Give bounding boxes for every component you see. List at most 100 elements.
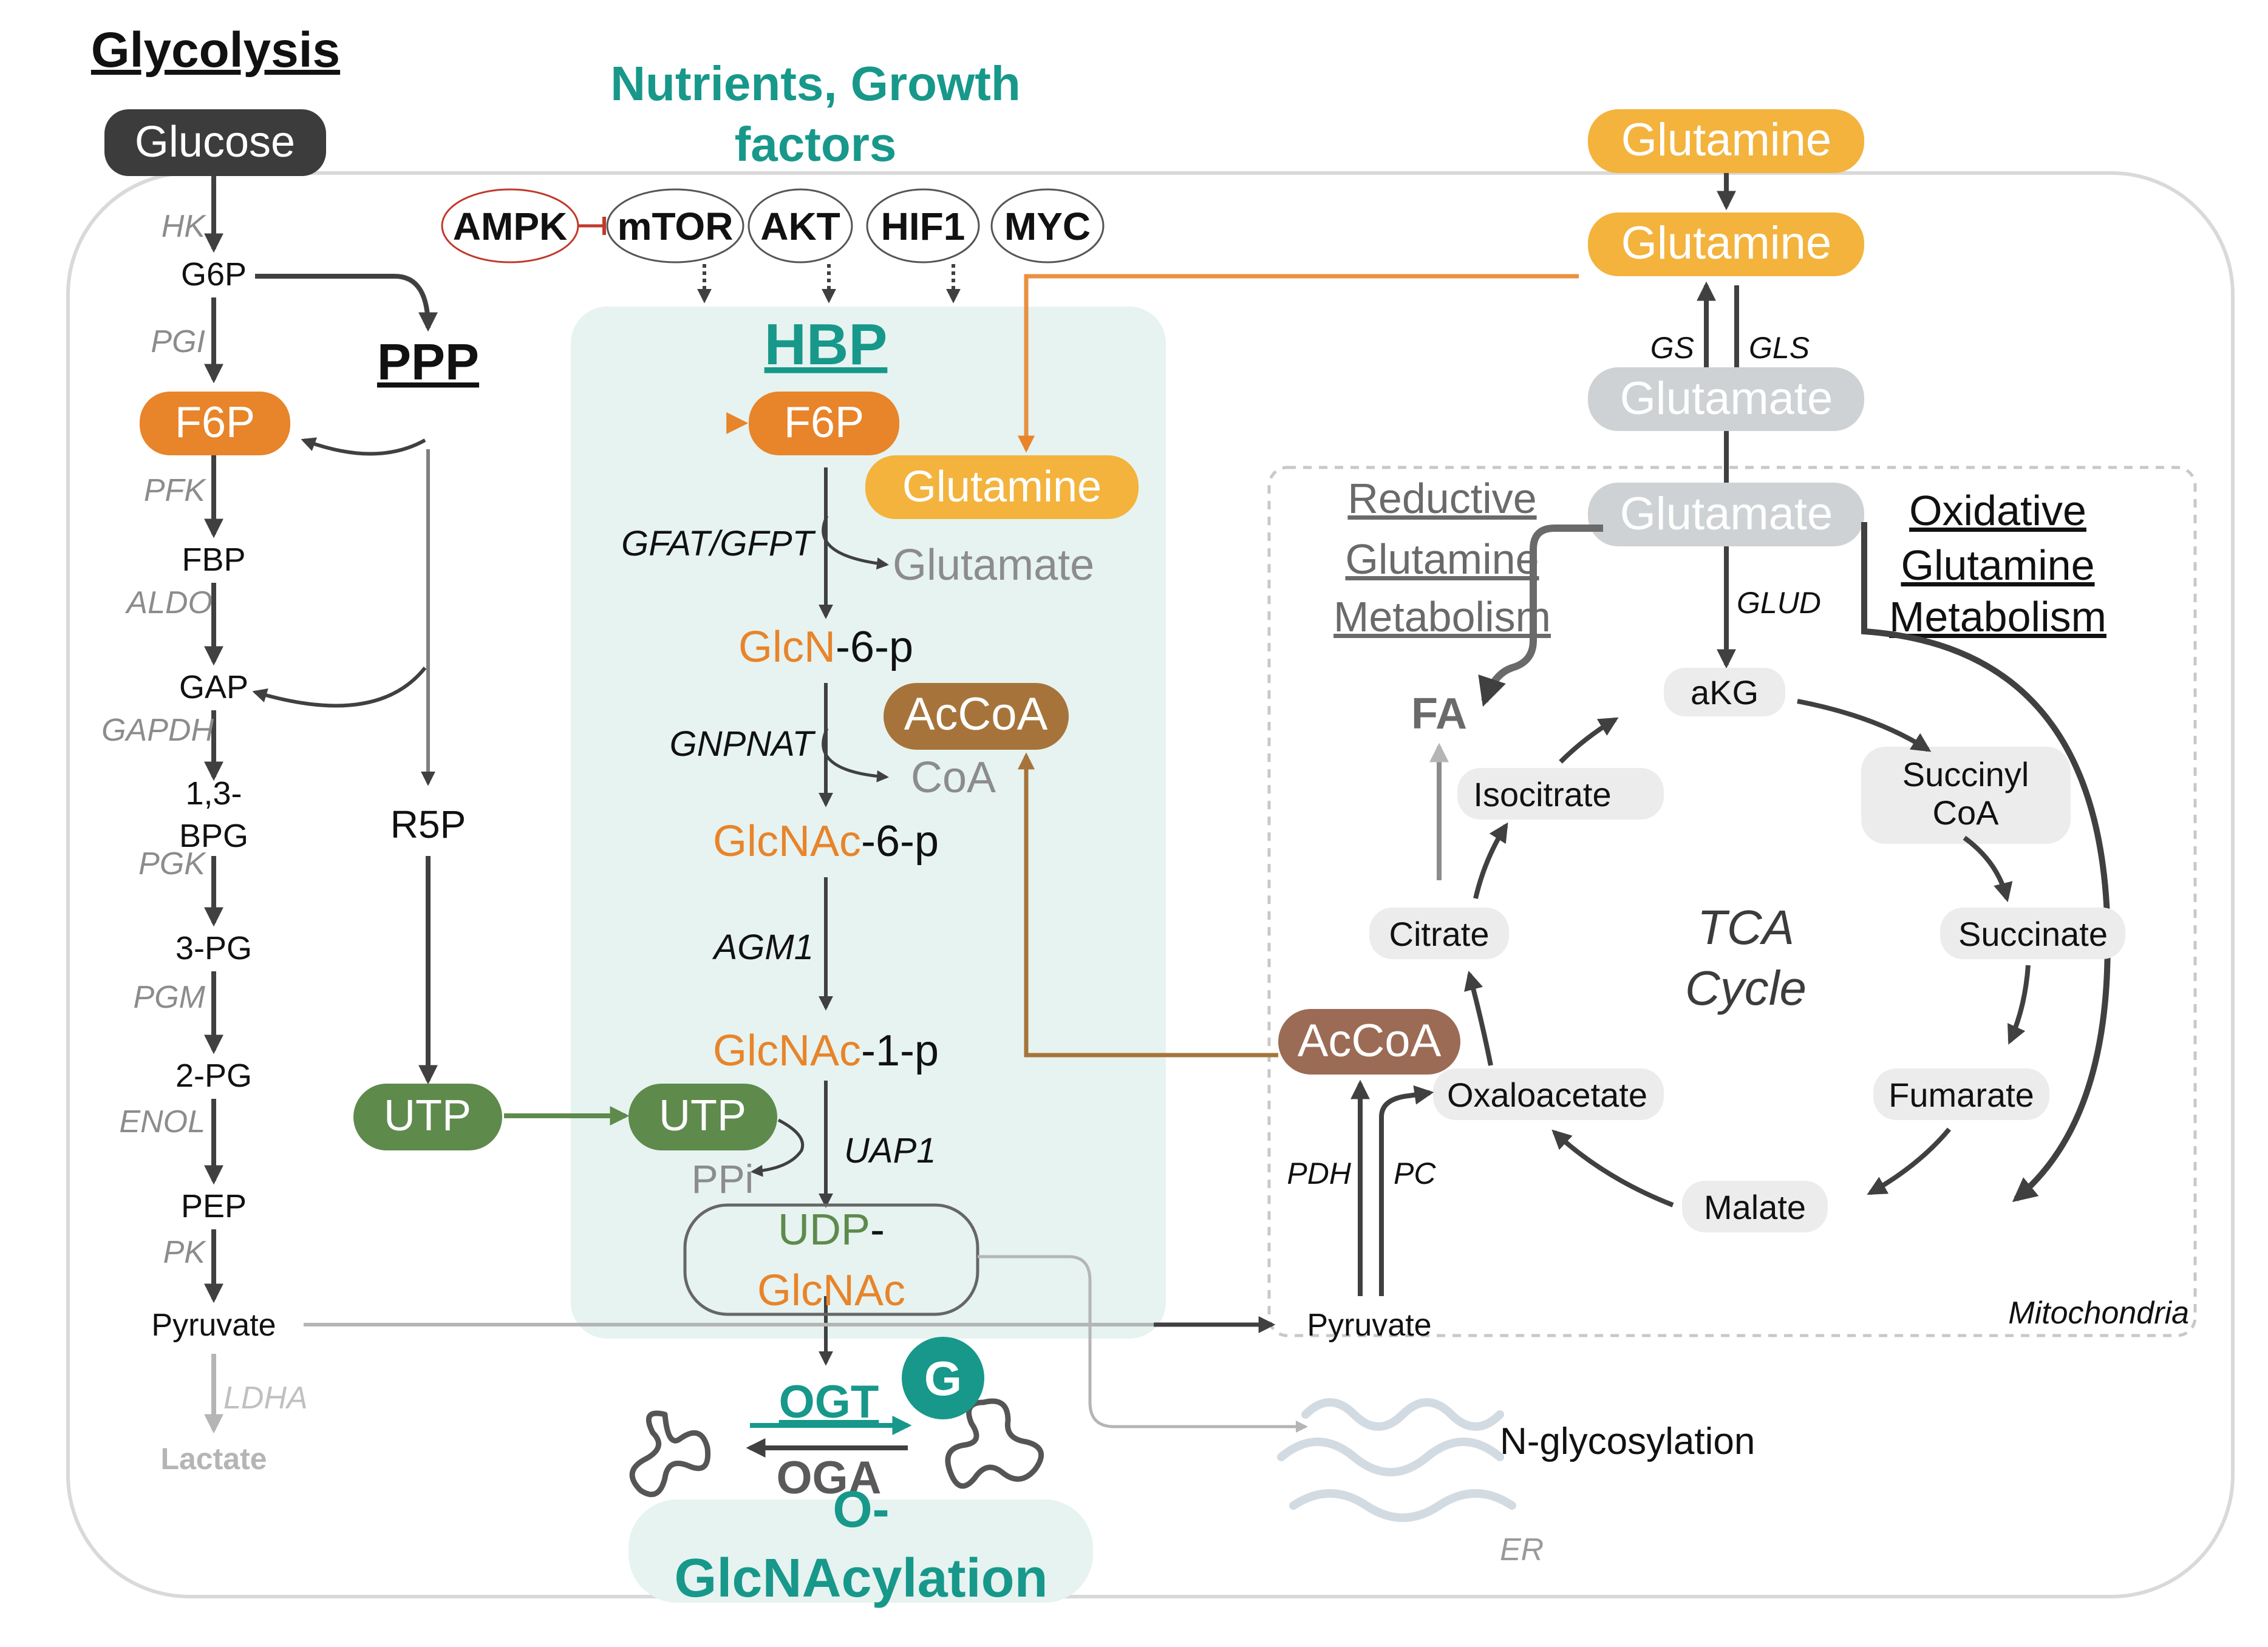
isocitrate-label: Isocitrate [1473,775,1611,813]
glcnac-g-label: G [924,1351,962,1405]
g6p-label: G6P [181,256,247,293]
glutamine-extracellular-label: Glutamine [1621,114,1831,166]
hbp-f6p-label: F6P [784,398,864,447]
ppp-title: PPP [377,333,479,390]
gfat-side-arrow [822,515,889,570]
ldha-enzyme: LDHA [223,1380,308,1416]
udp-glcnac-line1: UDP- [778,1206,885,1254]
ppp-to-f6p-return [301,437,426,456]
pgk-enzyme: PGK [138,846,206,881]
hbp-glutamate-label: Glutamate [893,541,1094,589]
pfk-enzyme: PFK [144,473,206,508]
hbp-f6p-node [749,392,899,455]
pyruvate-label: Pyruvate [151,1308,276,1343]
succinate-node [1940,908,2125,959]
glcnac-1p-sugar-part: GlcNAc [713,1027,861,1075]
glcn-part: GlcN [738,623,836,671]
glcn-6p-label: GlcN-6-p [738,623,913,671]
hbp-panel [571,307,1166,1339]
glutamine-to-hbp-arrow [1018,274,1579,453]
oga-label: OGA [776,1452,881,1504]
er-label: ER [1500,1532,1544,1567]
udp-dash-part: - [870,1206,885,1254]
fumarate-node [1873,1068,2049,1120]
hk-enzyme: HK [162,209,207,244]
udp-part: UDP [778,1206,870,1254]
udp-to-er-arrow [978,1255,1308,1433]
ppi-label: PPi [692,1156,754,1201]
glcnac-6p-sugar-part: GlcNAc [713,817,861,866]
glutamate-cytosol-label: Glutamate [1620,373,1833,424]
fa-label: FA [1411,690,1467,738]
ogt-label: OGT [779,1376,879,1428]
gfat-enzyme: GFAT/GFPT [621,524,816,563]
succinyl-coa-line1: Succinyl [1902,755,2029,793]
hbp-utp-label: UTP [659,1092,746,1140]
oxidative-path-arrow [1861,522,2111,1203]
glutamate-mito-label: Glutamate [1620,488,1833,540]
oxaloacetate-node [1433,1068,1664,1120]
protein-left-icon [629,1410,711,1498]
glcn-6p-part: -6-p [836,623,913,671]
hif1-node [866,188,980,263]
utp-node-left [353,1084,502,1150]
pgm-enzyme: PGM [134,980,206,1015]
gnpnat-enzyme: GNPNAT [670,724,816,764]
3pg-label: 3-PG [175,930,252,966]
pdh-enzyme: PDH [1287,1156,1351,1190]
reductive-path-arrow [1478,525,1603,707]
utp-label-left: UTP [384,1092,471,1140]
glucose-label: Glucose [135,118,295,166]
f6p-label: F6P [175,398,255,447]
mitochondria-label: Mitochondria [2008,1296,2189,1331]
hbp-utp-node [628,1084,777,1150]
gnpnat-side-arrow [822,727,889,783]
gls-enzyme: GLS [1749,331,1810,365]
hbp-glutamine-label: Glutamine [902,463,1102,511]
bpg-label-line1: 1,3- [185,775,242,812]
mtor-label: mTOR [618,205,734,248]
hbp-accoa-label: AcCoA [904,688,1048,740]
reductive-title-line2: Glutamine [1345,535,1539,583]
er-icon [1277,1398,1516,1522]
r5p-label: R5P [390,803,466,846]
gapdh-enzyme: GAPDH [101,713,214,748]
aldo-enzyme: ALDO [124,585,213,620]
2pg-label: 2-PG [175,1058,252,1094]
g6p-to-ppp-arrow [255,274,438,332]
uap1-side-arrow [751,1118,805,1177]
fbp-label: FBP [182,542,245,578]
akt-label: AKT [760,205,840,248]
bpg-label-line2: BPG [179,818,248,854]
akg-node [1664,668,1785,716]
nutrients-title-line1: Nutrients, Growth [610,56,1021,110]
succinyl-coa-line2: CoA [1933,793,2000,832]
hif1-label: HIF1 [881,205,965,248]
myc-label: MYC [1004,205,1091,248]
lactate-label: Lactate [160,1442,267,1476]
pk-enzyme: PK [163,1235,207,1270]
glcnac-6p-phosphate-part: -6-p [861,817,939,866]
gap-label: GAP [179,669,248,705]
malate-node [1682,1181,1828,1232]
mtor-node [606,188,744,263]
gs-enzyme: GS [1650,331,1694,365]
ampk-label: AMPK [453,205,567,248]
glud-enzyme: GLUD [1737,586,1821,620]
pep-label: PEP [181,1188,247,1224]
glutamate-cytosol-node [1588,367,1864,431]
isocitrate-node [1457,768,1664,820]
enol-enzyme: ENOL [119,1104,205,1139]
succinate-label: Succinate [1958,915,2108,953]
mito-pyruvate-label: Pyruvate [1307,1308,1431,1343]
glycolysis-enzymes: HK PGI PFK ALDO GAPDH PGK PGM ENOL PK [101,209,214,1270]
oxidative-title-line3: Metabolism [1889,593,2106,640]
regulator-arrows [697,264,961,304]
cell-membrane [66,171,2235,1598]
o-glcnacylation-panel [628,1499,1093,1603]
udp-glcnac-node [683,1203,979,1316]
myc-node [990,188,1105,263]
mito-accoa-label: AcCoA [1298,1015,1442,1067]
oxidative-title-line2: Glutamine [1901,542,2094,589]
